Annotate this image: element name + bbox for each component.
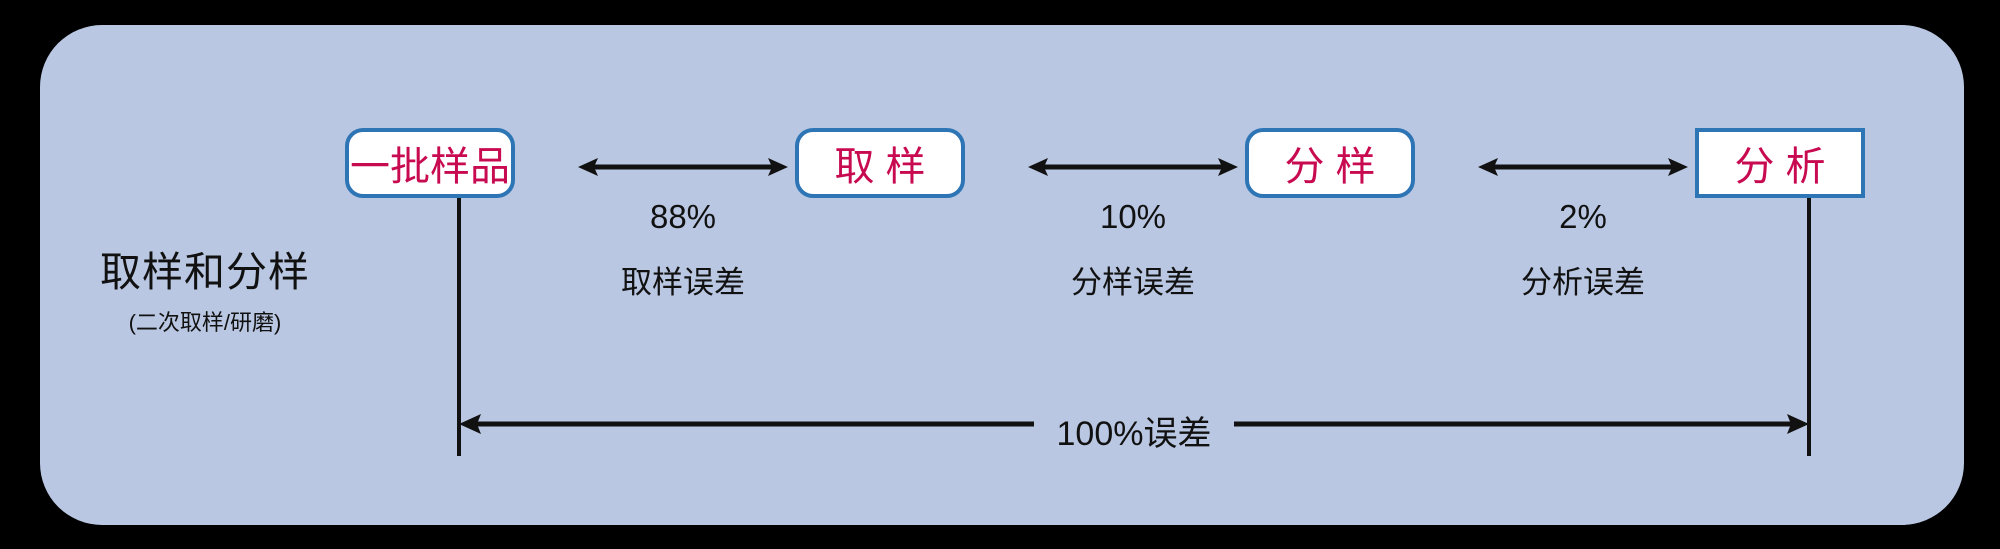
gap-percent: 88% xyxy=(649,198,717,235)
node-analysis[interactable]: 分 析 xyxy=(1695,128,1865,198)
dropline-left xyxy=(457,198,461,456)
gap-percent: 2% xyxy=(1559,198,1607,235)
connector-arrow-analysis xyxy=(1478,152,1688,182)
node-label: 取 样 xyxy=(834,145,926,189)
gap-error-name: 分析误差 xyxy=(1521,265,1645,300)
connector-arrow-sampling xyxy=(578,152,788,182)
node-label: 分 析 xyxy=(1734,145,1826,189)
gap-label-analysis: 2% 分析误差 xyxy=(1478,200,1688,298)
node-subsampling[interactable]: 分 样 xyxy=(1245,128,1415,198)
gap-percent: 10% xyxy=(1099,198,1167,235)
gap-label-sampling: 88% 取样误差 xyxy=(578,200,788,298)
diagram-caption: 取样和分样 (二次取样/研磨) xyxy=(55,249,355,336)
node-label: 一批样品 xyxy=(350,145,510,189)
gap-label-subsampling: 10% 分样误差 xyxy=(1028,200,1238,298)
dropline-right xyxy=(1807,198,1811,456)
gap-error-name: 分样误差 xyxy=(1071,265,1195,300)
node-batch-sample[interactable]: 一批样品 xyxy=(345,128,515,198)
total-span-arrow xyxy=(459,404,1809,444)
diagram-panel xyxy=(40,25,1964,525)
caption-title: 取样和分样 xyxy=(100,249,310,295)
node-label: 分 样 xyxy=(1284,145,1376,189)
gap-error-name: 取样误差 xyxy=(621,265,745,300)
connector-arrow-subsampling xyxy=(1028,152,1238,182)
total-error-label: 100%误差 xyxy=(1056,415,1212,453)
node-sampling[interactable]: 取 样 xyxy=(795,128,965,198)
caption-subtitle: (二次取样/研磨) xyxy=(128,310,282,336)
